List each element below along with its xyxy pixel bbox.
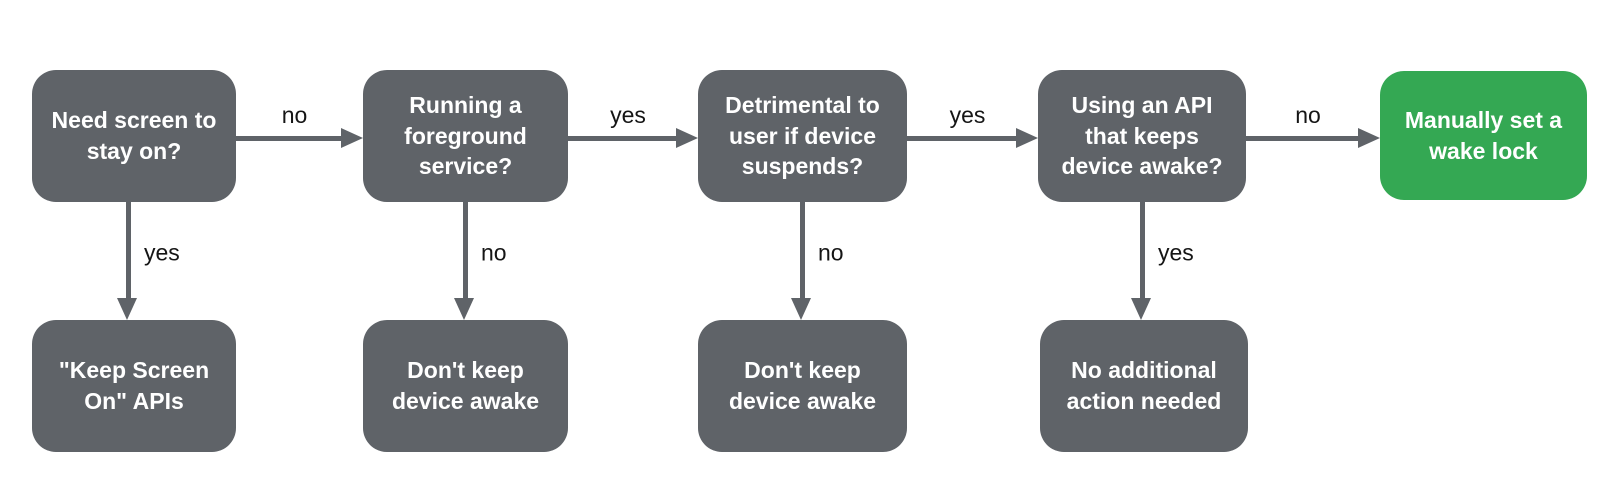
node-label: No additional action needed [1066,357,1222,414]
node-label: Running a foreground service? [404,91,527,180]
node-label: Manually set a wake lock [1404,106,1563,164]
node-dont-keep-device-awake-1: Don't keep device awake [363,320,568,452]
edge-label-yes: yes [949,102,986,128]
edge-label-no: no [1295,102,1321,128]
node-running-foreground-service: Running a foreground service? [363,70,568,202]
edge-label-yes: yes [1158,239,1194,266]
arrow-line [568,135,682,141]
arrow-line [1246,135,1364,141]
arrow-line [125,202,131,304]
node-need-screen-to-stay-on: Need screen to stay on? [32,70,236,202]
arrow-head-down-icon [1131,298,1151,320]
node-detrimental-if-suspends: Detrimental to user if device suspends? [698,70,907,202]
node-dont-keep-device-awake-2: Don't keep device awake [698,320,907,452]
arrow-line [1139,202,1145,304]
arrow-line [799,202,805,304]
node-api-keeps-device-awake: Using an API that keeps device awake? [1038,70,1246,202]
arrow-head-down-icon [117,298,137,320]
arrow-line [236,135,347,141]
arrow-head-right-icon [676,128,698,148]
node-keep-screen-on-apis: "Keep Screen On" APIs [32,320,236,452]
node-no-additional-action-needed: No additional action needed [1040,320,1248,452]
arrow-line [907,135,1022,141]
arrow-head-down-icon [454,298,474,320]
edge-label-no: no [281,102,308,128]
node-label: Detrimental to user if device suspends? [725,91,880,180]
node-label: Using an API that keeps device awake? [1061,91,1223,180]
node-manually-set-wake-lock: Manually set a wake lock [1380,71,1587,200]
node-label: "Keep Screen On" APIs [58,357,210,414]
node-label: Need screen to stay on? [51,107,217,164]
arrow-line [462,202,468,304]
edge-label-no: no [481,239,507,266]
arrow-head-right-icon [1016,128,1038,148]
arrow-head-down-icon [791,298,811,320]
edge-label-no: no [818,239,844,266]
arrow-head-right-icon [341,128,363,148]
edge-label-yes: yes [610,102,646,128]
arrow-head-right-icon [1358,128,1380,148]
edge-label-yes: yes [144,239,180,266]
node-label: Don't keep device awake [391,357,540,414]
node-label: Don't keep device awake [728,357,877,414]
